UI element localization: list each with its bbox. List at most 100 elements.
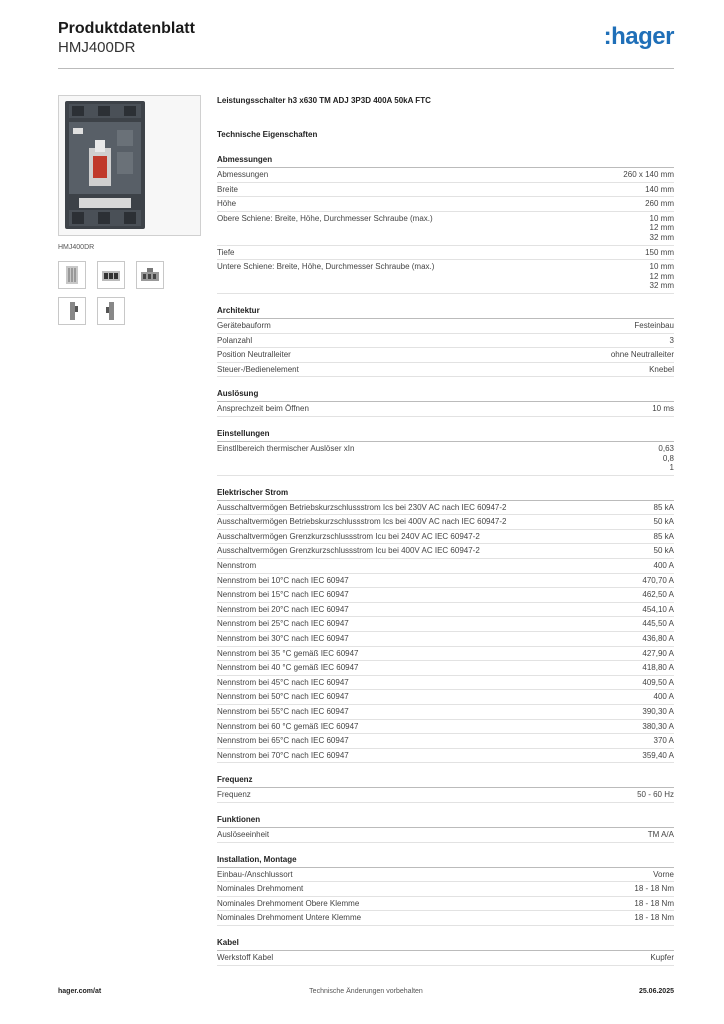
spec-row: Einstllbereich thermischer Auslöser xIn 0… <box>217 442 674 476</box>
spec-row: Ausschaltvermögen Betriebskurzschlussstr… <box>217 501 674 516</box>
thumbnail-front-view[interactable] <box>58 261 86 289</box>
page-title: Produktdatenblatt <box>58 20 195 37</box>
spec-label: Abmessungen <box>217 170 269 179</box>
spec-row: Ausschaltvermögen Grenzkurzschlussstrom … <box>217 544 674 560</box>
spec-label: Nennstrom bei 50°C nach IEC 60947 <box>217 692 349 702</box>
product-images: HMJ400DR <box>58 95 201 333</box>
product-main-image[interactable] <box>58 95 201 236</box>
footer-website-link[interactable]: hager.com/at <box>58 988 102 995</box>
spec-value: 462,50 A <box>642 590 674 600</box>
spec-label: Position Neutralleiter <box>217 350 291 360</box>
spec-label: Steuer-/Bedienelement <box>217 364 299 374</box>
hager-logo[interactable]: :hager <box>603 23 675 50</box>
spec-row: Nennstrom bei 15°C nach IEC 60947 462,50 … <box>217 588 674 603</box>
spec-label: Nennstrom bei 65°C nach IEC 60947 <box>217 736 349 746</box>
spec-value: 359,40 A <box>642 750 674 760</box>
spec-label: Ansprechzeit beim Öffnen <box>217 404 309 414</box>
header-divider <box>58 68 674 69</box>
spec-label: Ausschaltvermögen Betriebskurzschlussstr… <box>217 502 507 512</box>
spec-label: Nennstrom bei 60 °C gemäß IEC 60947 <box>217 721 359 731</box>
spec-value: ohne Neutralleiter <box>610 350 674 360</box>
spec-value: 470,70 A <box>642 575 674 585</box>
spec-value: Festeinbau <box>634 320 674 330</box>
spec-value: 10 mm 12 mm 32 mm <box>649 262 674 291</box>
section-title: Installation, Montage <box>217 854 674 868</box>
spec-row: Position Neutralleiter ohne Neutralleiter <box>217 348 674 363</box>
thumbnail-bottom-view[interactable] <box>136 261 164 289</box>
spec-value: 18 - 18 Nm <box>634 884 674 894</box>
spec-value: 370 A <box>653 736 674 746</box>
spec-value: 260 mm <box>645 199 674 209</box>
spec-label: Frequenz <box>217 790 251 800</box>
spec-label: Nennstrom bei 45°C nach IEC 60947 <box>217 677 349 687</box>
spec-label: Nennstrom bei 15°C nach IEC 60947 <box>217 590 349 600</box>
spec-value: 445,50 A <box>642 619 674 629</box>
spec-label: Ausschaltvermögen Grenzkurzschlussstrom … <box>217 531 480 541</box>
spec-value: Vorne <box>653 869 674 879</box>
spec-value: Knebel <box>649 364 674 374</box>
spec-value: 50 kA <box>653 546 674 556</box>
spec-row: Obere Schiene: Breite, Höhe, Durchmesser… <box>217 212 674 246</box>
spec-row: Steuer-/Bedienelement Knebel <box>217 363 674 378</box>
spec-value: 400 A <box>653 692 674 702</box>
thumbnail-side-view-2[interactable] <box>97 297 125 325</box>
spec-row: Untere Schiene: Breite, Höhe, Durchmesse… <box>217 260 674 294</box>
spec-label: Nennstrom bei 25°C nach IEC 60947 <box>217 619 349 629</box>
spec-label: Nominales Drehmoment <box>217 884 304 894</box>
spec-label: Höhe <box>217 199 237 209</box>
spec-row: Nennstrom bei 25°C nach IEC 60947 445,50 … <box>217 617 674 633</box>
section-title: Frequenz <box>217 774 674 789</box>
technical-properties-heading: Technische Eigenschaften <box>217 130 318 139</box>
spec-row: Nennstrom bei 60 °C gemäß IEC 60947 380,3… <box>217 720 674 735</box>
section-title: Elektrischer Strom <box>217 487 674 501</box>
spec-value: 18 - 18 Nm <box>634 898 674 908</box>
bottom-view-icon <box>141 268 159 281</box>
section-title: Funktionen <box>217 814 674 828</box>
spec-label: Ausschaltvermögen Grenzkurzschlussstrom … <box>217 546 480 556</box>
spec-value: 0,63 0,8 1 <box>658 443 674 473</box>
spec-value: 85 kA <box>653 502 674 512</box>
thumbnail-side-view[interactable] <box>58 297 86 325</box>
spec-value: 380,30 A <box>642 721 674 731</box>
spec-row: Nennstrom bei 10°C nach IEC 60947 470,70 … <box>217 574 674 589</box>
spec-label: Auslöseeinheit <box>217 829 270 839</box>
spec-value: TM A/A <box>647 829 674 839</box>
spec-value: 10 mm 12 mm 32 mm <box>649 213 674 242</box>
product-name: Leistungsschalter h3 x630 TM ADJ 3P3D 40… <box>217 96 431 105</box>
section-title: Kabel <box>217 937 674 951</box>
spec-value: 50 kA <box>653 517 674 527</box>
spec-label: Ausschaltvermögen Betriebskurzschlussstr… <box>217 517 507 527</box>
footer-date: 25.06.2025 <box>638 988 674 995</box>
spec-label: Einstllbereich thermischer Auslöser xIn <box>217 443 355 453</box>
spec-row: Auslöseeinheit TM A/A <box>217 828 674 843</box>
section-title: Einstellungen <box>217 428 674 442</box>
product-specs: Leistungsschalter h3 x630 TM ADJ 3P3D 40… <box>217 96 674 966</box>
page-subtitle: HMJ400DR <box>58 39 136 56</box>
thumbnail-top-view[interactable] <box>97 261 125 289</box>
spec-label: Nennstrom bei 70°C nach IEC 60947 <box>217 750 349 760</box>
top-view-icon <box>102 271 120 281</box>
spec-label: Nennstrom bei 10°C nach IEC 60947 <box>217 575 349 585</box>
spec-row: Nominales Drehmoment 18 - 18 Nm <box>217 882 674 897</box>
section-title: Auslösung <box>217 388 674 403</box>
spec-value: 50 - 60 Hz <box>637 790 674 800</box>
spec-label: Polanzahl <box>217 335 253 345</box>
spec-value: 436,80 A <box>642 634 674 644</box>
spec-value: 454,10 A <box>642 604 674 614</box>
